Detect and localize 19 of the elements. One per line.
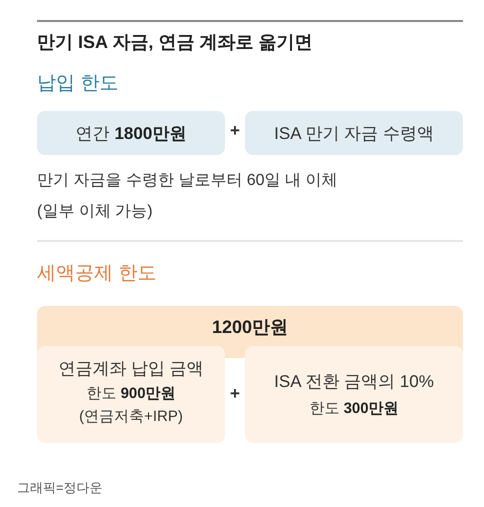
box-label: 연간 1800만원 [76, 122, 186, 144]
total-amount: 1200만원 [212, 316, 288, 339]
info-box [37, 346, 225, 443]
box-label: ISA 만기 자금 수령액 [274, 122, 434, 144]
info-box [37, 111, 225, 155]
plus-sign: + [229, 121, 241, 141]
box-heading: ISA 전환 금액의 10% [274, 370, 434, 392]
plus-sign: + [229, 384, 241, 404]
limit-text: 한도 900만원 [86, 384, 176, 404]
info-box [245, 111, 463, 155]
box-note: (연금저축+IRP) [79, 407, 183, 427]
section-heading: 세액공제 한도 [37, 262, 156, 286]
limit-text: 한도 300만원 [309, 398, 399, 418]
info-box [245, 346, 463, 443]
note-text: 만기 자금을 수령한 날로부터 60일 내 이체 (일부 이체 가능) [37, 171, 338, 222]
box-heading: 연금계좌 납입 금액 [58, 358, 204, 380]
caption: 그래픽=정다운 [17, 479, 103, 497]
section-heading: 납입 한도 [37, 72, 118, 96]
title: 만기 ISA 자금, 연금 계좌로 옮기면 [37, 31, 312, 54]
